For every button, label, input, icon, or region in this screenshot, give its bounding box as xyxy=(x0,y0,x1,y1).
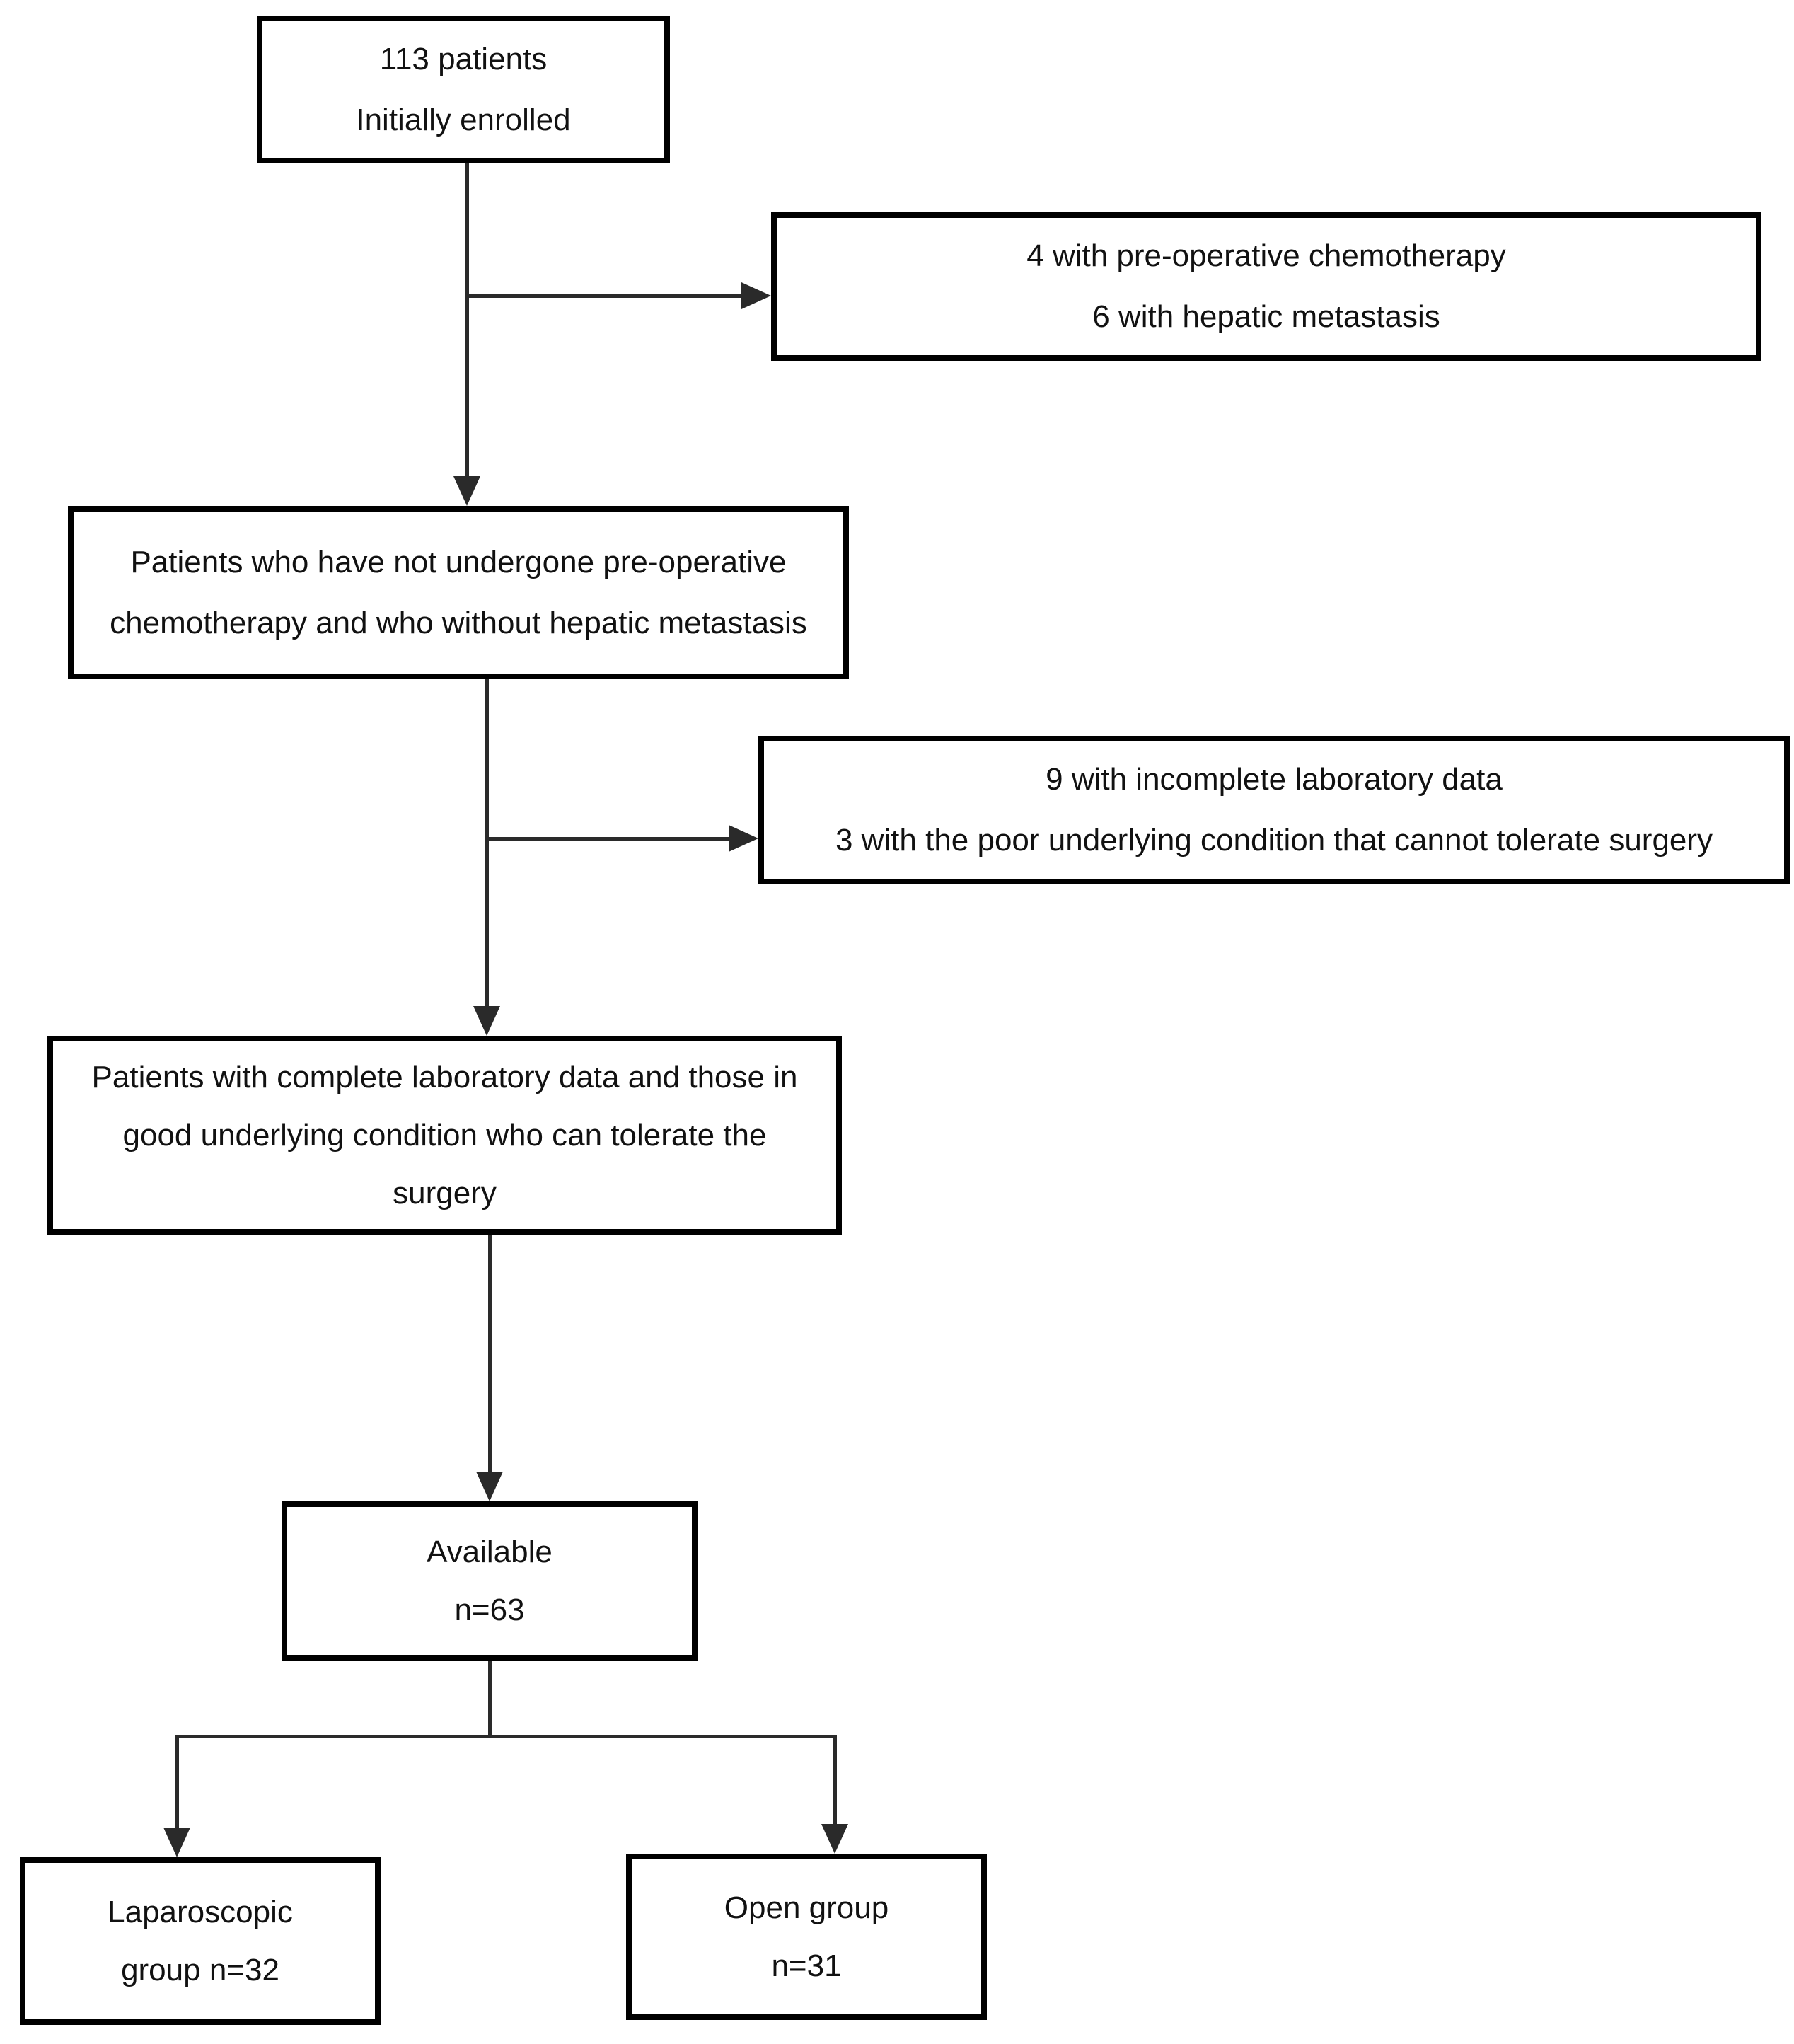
box-excluded-preop-chemo-line2: 6 with hepatic metastasis xyxy=(1092,299,1440,334)
connector-split-to-open xyxy=(833,1735,837,1827)
box-laparoscopic-group-line2: group n=32 xyxy=(121,1952,279,1987)
box-excluded-lab-condition: 9 with incomplete laboratory data 3 with… xyxy=(758,736,1790,884)
box-complete-lab-data: Patients with complete laboratory data a… xyxy=(47,1036,842,1235)
box-available: Available n=63 xyxy=(282,1501,698,1661)
box-complete-lab-data-line1: Patients with complete laboratory data a… xyxy=(91,1059,798,1095)
connector-available-to-split xyxy=(488,1661,492,1738)
connector-branch-to-excluded-top xyxy=(467,294,748,298)
connector-nochemo-to-completelab xyxy=(485,679,489,1013)
box-no-preop-chemo: Patients who have not undergone pre-oper… xyxy=(68,506,849,679)
box-open-group-line1: Open group xyxy=(724,1890,889,1925)
arrowhead-down-laparoscopic-icon xyxy=(163,1828,190,1857)
box-laparoscopic-group-line1: Laparoscopic xyxy=(108,1894,293,1929)
box-open-group-line2: n=31 xyxy=(771,1948,842,1983)
box-open-group: Open group n=31 xyxy=(626,1854,987,2020)
arrowhead-right-excluded-mid-icon xyxy=(729,825,758,852)
box-excluded-preop-chemo: 4 with pre-operative chemotherapy 6 with… xyxy=(771,212,1761,361)
arrowhead-down-nochemo-icon xyxy=(453,476,480,506)
box-no-preop-chemo-line2: chemotherapy and who without hepatic met… xyxy=(110,605,807,640)
box-initially-enrolled: 113 patients Initially enrolled xyxy=(257,16,670,163)
box-complete-lab-data-line2: good underlying condition who can tolera… xyxy=(122,1117,767,1153)
box-no-preop-chemo-line1: Patients who have not undergone pre-oper… xyxy=(130,544,787,579)
box-laparoscopic-group: Laparoscopic group n=32 xyxy=(20,1857,381,2025)
connector-enrolled-to-nochemo xyxy=(465,163,469,483)
arrowhead-down-open-icon xyxy=(821,1824,848,1854)
box-initially-enrolled-line2: Initially enrolled xyxy=(356,102,571,137)
box-complete-lab-data-line3: surgery xyxy=(393,1175,497,1211)
box-available-line2: n=63 xyxy=(454,1592,525,1627)
box-initially-enrolled-line1: 113 patients xyxy=(379,41,548,76)
arrowhead-down-completelab-icon xyxy=(473,1006,500,1036)
box-available-line1: Available xyxy=(427,1534,552,1569)
box-excluded-lab-condition-line1: 9 with incomplete laboratory data xyxy=(1046,762,1503,797)
arrowhead-down-available-icon xyxy=(476,1472,503,1501)
connector-branch-to-excluded-mid xyxy=(487,837,736,841)
connector-split-bar xyxy=(175,1735,837,1738)
arrowhead-right-excluded-top-icon xyxy=(741,282,771,309)
connector-split-to-laparoscopic xyxy=(175,1735,179,1830)
box-excluded-lab-condition-line2: 3 with the poor underlying condition tha… xyxy=(835,823,1713,858)
box-excluded-preop-chemo-line1: 4 with pre-operative chemotherapy xyxy=(1026,238,1506,273)
connector-completelab-to-available xyxy=(488,1235,492,1479)
